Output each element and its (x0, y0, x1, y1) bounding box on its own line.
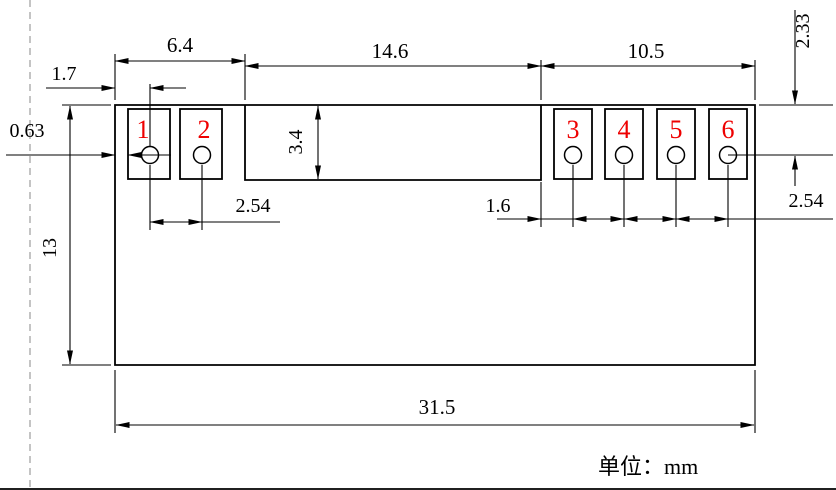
pad-1 (127, 108, 171, 180)
pad-6-number: 6 (722, 115, 735, 144)
pads (127, 108, 748, 180)
pad-3-hole (563, 145, 583, 165)
dim-text-middle-width: 14.6 (372, 39, 409, 63)
body-outline (114, 104, 756, 366)
dim-text-overall-width: 31.5 (419, 395, 456, 419)
pad-4-hole (614, 145, 634, 165)
dim-top-widths: 6.4 14.6 10.5 (114, 33, 756, 100)
dim-text-middle-height: 3.4 (285, 130, 307, 155)
dim-text-recess-to-hole3: 1.6 (486, 195, 511, 217)
dim-edge-to-hole1: 1.7 (46, 63, 186, 146)
pad-2-hole (192, 145, 212, 165)
pad-4-number: 4 (618, 115, 631, 144)
middle-recess-outline (244, 105, 542, 181)
dim-text-left-width: 6.4 (167, 33, 194, 57)
pad-2-number: 2 (198, 115, 211, 144)
dim-right-chain: 1.6 2.54 (486, 165, 833, 227)
pad-1-number: 1 (137, 115, 150, 144)
dim-text-right-width: 10.5 (628, 39, 665, 63)
dim-text-left-pitch: 2.54 (236, 195, 271, 217)
dim-edge-offset: 0.63 (6, 120, 171, 158)
dim-text-edge-offset: 0.63 (10, 120, 45, 142)
dim-middle-height: 3.4 (285, 105, 321, 180)
pad-numbers: 1 2 3 4 5 6 (137, 115, 735, 144)
dim-top-to-hole-center: 2.33 (728, 10, 833, 186)
dim-left-pitch: 2.54 (149, 165, 280, 230)
dim-body-height: 13 (39, 104, 111, 366)
unit-label: 单位：mm (598, 454, 698, 479)
pad-3-number: 3 (567, 115, 580, 144)
dim-text-right-pitch: 2.54 (789, 190, 824, 212)
module-body (114, 104, 756, 366)
dim-text-body-height: 13 (39, 238, 61, 258)
pad-5-number: 5 (670, 115, 683, 144)
dim-overall-width: 31.5 (114, 370, 756, 433)
dim-text-top-to-hole: 2.33 (792, 14, 814, 49)
pad-5-hole (666, 145, 686, 165)
pad-2 (179, 108, 223, 180)
dim-text-edge-to-hole1: 1.7 (52, 63, 77, 85)
